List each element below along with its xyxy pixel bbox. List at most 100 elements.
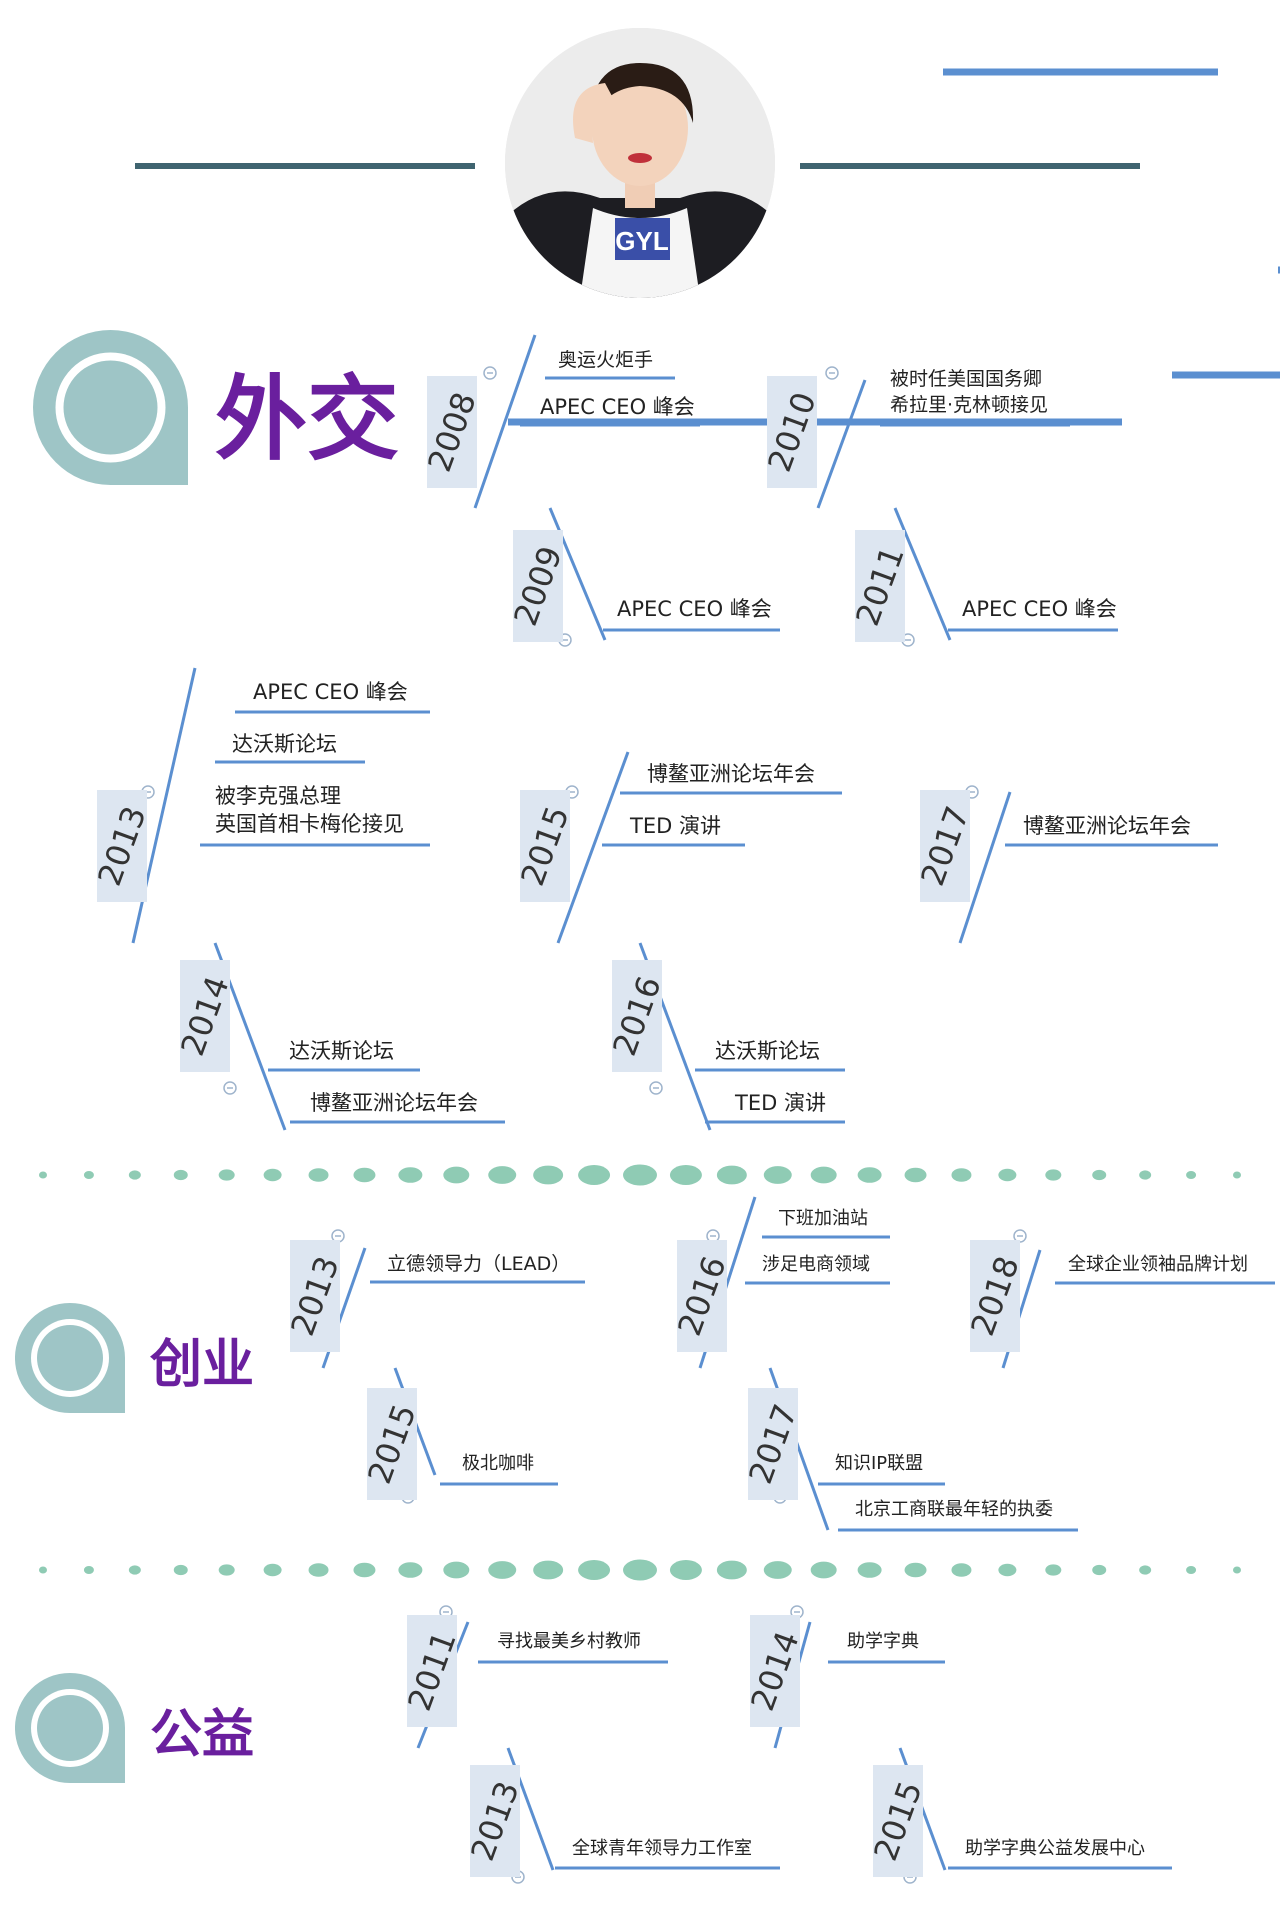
divider-dot — [578, 1560, 611, 1580]
divider-dot — [308, 1168, 329, 1182]
divider-dot — [398, 1167, 423, 1183]
divider-dot — [998, 1563, 1017, 1577]
year-box: 2009 — [506, 530, 570, 642]
year-box: 2017 — [741, 1388, 805, 1500]
divider-dot — [951, 1168, 972, 1182]
event-label: 被李克强总理 英国首相卡梅伦接见 — [215, 784, 404, 837]
section-title-diplomacy: 外交 — [215, 366, 400, 473]
year-box: 2018 — [963, 1240, 1027, 1352]
branch-line — [473, 334, 537, 509]
divider-dot — [353, 1167, 376, 1183]
divider-dot — [1186, 1565, 1197, 1575]
divider-dot — [128, 1565, 141, 1575]
divider-dot — [308, 1563, 329, 1577]
event-label: APEC CEO 峰会 — [540, 395, 695, 419]
branch-line — [556, 751, 630, 944]
year-box: 2015 — [360, 1388, 424, 1500]
divider-dot — [39, 1171, 47, 1179]
avatar: GYL — [505, 28, 775, 298]
year-box: 2008 — [420, 376, 484, 488]
event-label: 涉足电商领域 — [762, 1254, 870, 1275]
event-label: 博鳌亚洲论坛年会 — [1023, 814, 1191, 838]
divider-dot — [951, 1563, 972, 1577]
divider-dot — [83, 1170, 94, 1180]
divider-dot — [218, 1169, 235, 1181]
divider-dot — [398, 1562, 423, 1578]
event-label: 博鳌亚洲论坛年会 — [647, 762, 815, 786]
divider-dot — [1092, 1169, 1107, 1181]
divider-dot — [173, 1169, 188, 1181]
divider-dot — [763, 1561, 792, 1579]
divider-dot — [263, 1168, 282, 1182]
event-label: APEC CEO 峰会 — [617, 597, 772, 621]
event-label: 助学字典公益发展中心 — [965, 1838, 1145, 1859]
divider-dot — [857, 1562, 882, 1578]
event-label: APEC CEO 峰会 — [253, 680, 408, 704]
divider-dot — [1092, 1564, 1107, 1576]
year-box: 2015 — [513, 790, 577, 902]
event-label: 奥运火炬手 — [558, 349, 654, 371]
divider-dot — [128, 1170, 141, 1180]
divider-dot — [488, 1166, 517, 1184]
shirt-logo-text: GYL — [615, 226, 669, 256]
divider-dot — [623, 1164, 657, 1186]
divider-dot — [39, 1566, 47, 1574]
divider-dot — [1233, 1566, 1241, 1574]
divider-dot — [810, 1561, 837, 1579]
branch-line — [816, 379, 867, 509]
divider-dot — [904, 1167, 927, 1183]
year-box: 2013 — [90, 790, 154, 902]
event-label: 全球企业领袖品牌计划 — [1068, 1254, 1248, 1275]
divider-dot — [810, 1166, 837, 1184]
divider-dot — [1139, 1170, 1152, 1180]
year-box: 2016 — [670, 1240, 734, 1352]
divider-dot — [218, 1564, 235, 1576]
event-label: 北京工商联最年轻的执委 — [855, 1499, 1053, 1520]
year-box: 2014 — [173, 960, 237, 1072]
divider-dot — [1045, 1169, 1062, 1181]
divider-dot — [857, 1167, 882, 1183]
divider-dot — [669, 1560, 702, 1580]
year-box: 2011 — [400, 1615, 464, 1727]
divider-dot — [488, 1561, 517, 1579]
divider-dot — [1186, 1170, 1197, 1180]
event-label: 知识IP联盟 — [835, 1453, 924, 1474]
event-label: 寻找最美乡村教师 — [497, 1631, 641, 1652]
bubble-icon-charity — [14, 1673, 126, 1783]
section-title-business: 创业 — [150, 1335, 255, 1395]
divider-dot — [533, 1560, 564, 1580]
bubble-icon-business — [14, 1303, 126, 1413]
event-label: 助学字典 — [847, 1631, 919, 1652]
event-label: 博鳌亚洲论坛年会 — [310, 1091, 478, 1115]
divider-dot — [533, 1165, 564, 1185]
divider-dot — [1233, 1171, 1241, 1179]
event-label: 全球青年领导力工作室 — [572, 1838, 752, 1859]
divider-dot — [623, 1559, 657, 1581]
divider-dot — [1045, 1564, 1062, 1576]
divider-dot — [578, 1165, 611, 1185]
event-label: TED 演讲 — [630, 814, 721, 838]
year-box: 2017 — [913, 790, 977, 902]
event-label: 达沃斯论坛 — [232, 732, 337, 756]
bubble-icon-diplomacy — [33, 330, 188, 485]
portrait-image: GYL — [505, 28, 775, 298]
year-box: 2014 — [743, 1615, 807, 1727]
section-title-charity: 公益 — [150, 1705, 255, 1765]
year-box: 2011 — [848, 530, 912, 642]
divider-dot — [904, 1562, 927, 1578]
divider-dot — [443, 1166, 470, 1184]
event-label: 立德领导力（LEAD） — [387, 1253, 571, 1275]
year-box: 2013 — [283, 1240, 347, 1352]
header-line-right — [800, 163, 1140, 169]
event-label: 达沃斯论坛 — [715, 1039, 820, 1063]
divider-dot — [263, 1563, 282, 1577]
divider-dot — [716, 1560, 747, 1580]
event-label: APEC CEO 峰会 — [962, 597, 1117, 621]
divider-dot — [763, 1166, 792, 1184]
event-label: 达沃斯论坛 — [289, 1039, 394, 1063]
divider-dot — [669, 1165, 702, 1185]
event-label: TED 演讲 — [735, 1091, 826, 1115]
event-label: 被时任美国国务卿 希拉里·克林顿接见 — [890, 368, 1049, 416]
divider-dot — [443, 1561, 470, 1579]
